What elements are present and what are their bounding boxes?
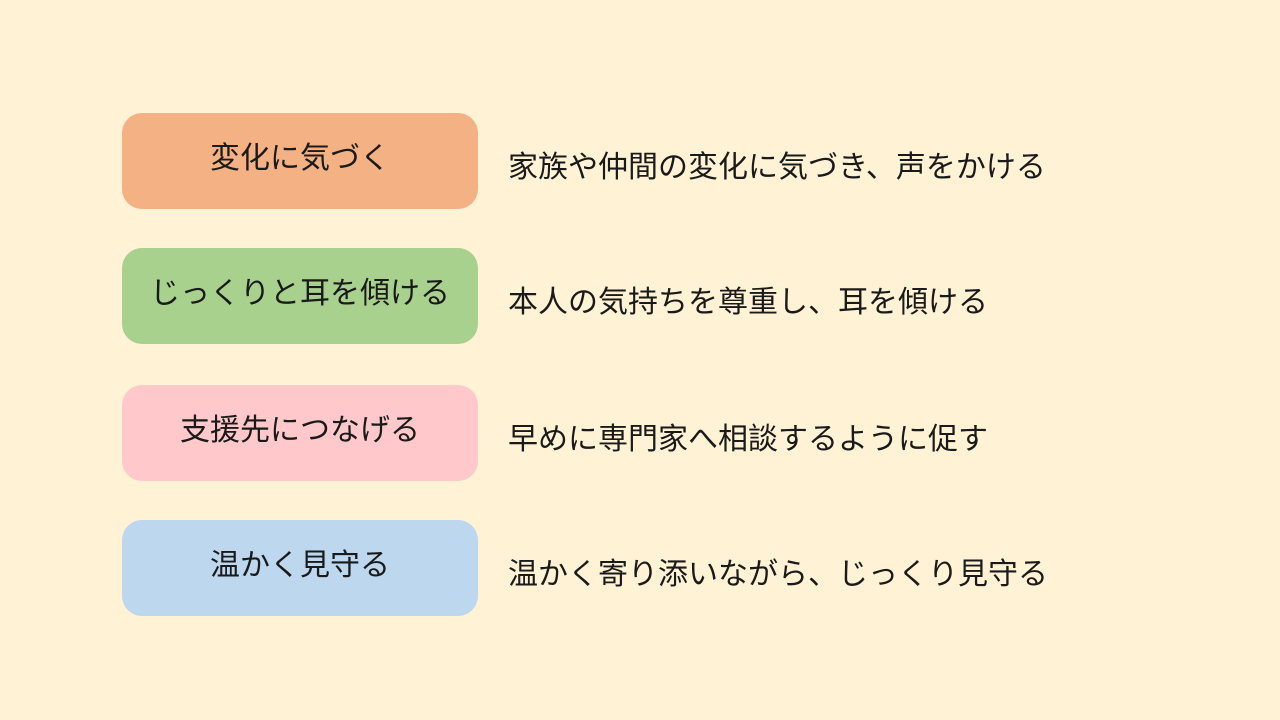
label-box-notice-change: 変化に気づく (122, 113, 478, 209)
label-text: じっくりと耳を傾ける (150, 276, 450, 311)
description-text: 早めに専門家へ相談するように促す (508, 422, 988, 457)
row-watch-warmly: 温かく見守る 温かく寄り添いながら、じっくり見守る (122, 520, 1122, 616)
row-notice-change: 変化に気づく 家族や仲間の変化に気づき、声をかける (122, 113, 1122, 209)
label-text: 変化に気づく (210, 141, 390, 176)
label-box-listen-carefully: じっくりと耳を傾ける (122, 248, 478, 344)
row-connect-support: 支援先につなげる 早めに専門家へ相談するように促す (122, 385, 1122, 481)
description-text: 本人の気持ちを尊重し、耳を傾ける (508, 285, 988, 320)
description-text: 家族や仲間の変化に気づき、声をかける (508, 150, 1046, 185)
description-text: 温かく寄り添いながら、じっくり見守る (508, 557, 1048, 592)
label-box-watch-warmly: 温かく見守る (122, 520, 478, 616)
label-text: 温かく見守る (210, 548, 390, 583)
label-text: 支援先につなげる (180, 413, 420, 448)
label-box-connect-support: 支援先につなげる (122, 385, 478, 481)
row-listen-carefully: じっくりと耳を傾ける 本人の気持ちを尊重し、耳を傾ける (122, 248, 1122, 344)
